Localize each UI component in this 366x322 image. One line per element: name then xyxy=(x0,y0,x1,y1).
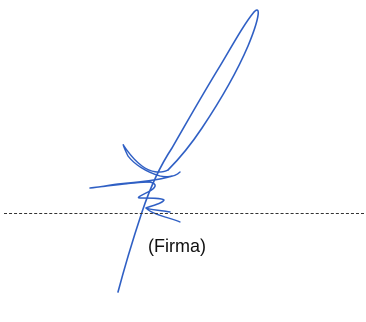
signature-caption: (Firma) xyxy=(148,236,206,256)
signature-dashed-line xyxy=(4,213,364,214)
